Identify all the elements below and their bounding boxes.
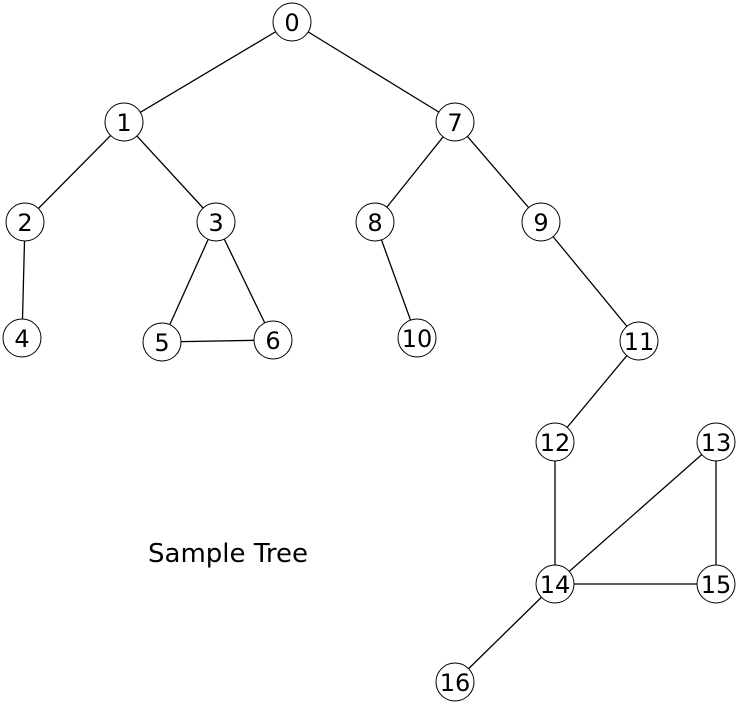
node-circle [535, 422, 575, 462]
node-1: 1 [104, 102, 144, 142]
edge-7-8 [374, 121, 456, 223]
node-circle [104, 102, 144, 142]
node-label: 3 [208, 209, 223, 237]
node-circle [272, 2, 312, 42]
edge-9-11 [540, 221, 640, 342]
node-9: 9 [521, 202, 561, 242]
node-6: 6 [253, 320, 293, 360]
edge-8-10 [374, 221, 418, 339]
edge-11-12 [554, 340, 640, 443]
node-label: 13 [701, 429, 732, 457]
node-circle [696, 422, 736, 462]
node-label: 2 [17, 209, 32, 237]
node-label: 9 [533, 209, 548, 237]
edge-7-9 [454, 121, 542, 223]
edge-0-1 [123, 21, 293, 123]
node-label: 16 [440, 669, 471, 697]
node-circle [435, 662, 475, 702]
node-8: 8 [355, 202, 395, 242]
node-label: 14 [540, 571, 571, 599]
node-11: 11 [619, 321, 659, 361]
node-circle [196, 202, 236, 242]
edge-14-16 [454, 583, 556, 683]
node-14: 14 [535, 564, 575, 604]
node-2: 2 [5, 202, 45, 242]
node-circle [2, 318, 42, 358]
node-12: 12 [535, 422, 575, 462]
node-label: 5 [154, 329, 169, 357]
node-7: 7 [435, 102, 475, 142]
node-label: 15 [701, 571, 732, 599]
node-label: 1 [116, 109, 131, 137]
node-circle [397, 318, 437, 358]
edges-layer [21, 21, 717, 683]
edge-1-2 [24, 121, 125, 223]
node-circle [5, 202, 45, 242]
node-label: 10 [402, 325, 433, 353]
node-15: 15 [696, 564, 736, 604]
node-circle [696, 564, 736, 604]
node-circle [535, 564, 575, 604]
node-label: 4 [14, 325, 29, 353]
node-16: 16 [435, 662, 475, 702]
node-circle [253, 320, 293, 360]
edge-0-7 [291, 21, 456, 123]
node-4: 4 [2, 318, 42, 358]
edge-1-3 [123, 121, 217, 223]
node-label: 6 [265, 327, 280, 355]
edge-13-14 [554, 441, 717, 585]
node-circle [619, 321, 659, 361]
node-5: 5 [142, 322, 182, 362]
node-label: 11 [624, 328, 655, 356]
node-circle [355, 202, 395, 242]
node-label: 7 [447, 109, 462, 137]
node-10: 10 [397, 318, 437, 358]
node-0: 0 [272, 2, 312, 42]
node-circle [521, 202, 561, 242]
edge-3-6 [215, 221, 274, 341]
node-circle [435, 102, 475, 142]
diagram-caption: Sample Tree [148, 539, 308, 569]
node-label: 8 [367, 209, 382, 237]
node-3: 3 [196, 202, 236, 242]
edge-3-5 [161, 221, 217, 343]
node-13: 13 [696, 422, 736, 462]
node-circle [142, 322, 182, 362]
node-label: 0 [284, 9, 299, 37]
node-label: 12 [540, 429, 571, 457]
